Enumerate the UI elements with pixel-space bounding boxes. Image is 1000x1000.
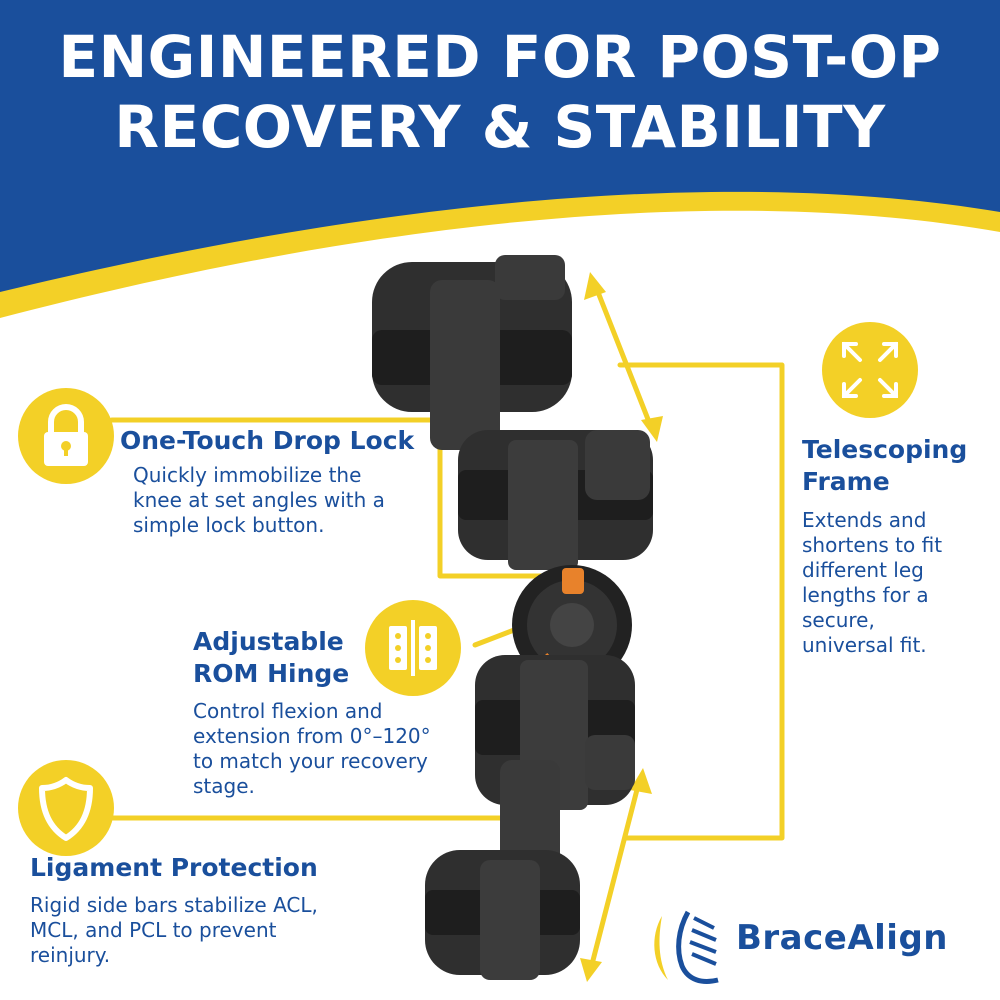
rom-hinge-desc-line: stage. (193, 774, 255, 798)
hinge-icon (365, 600, 461, 696)
ligament-title: Ligament Protection (30, 853, 318, 882)
ligament-description: Rigid side bars stabilize ACL, MCL, and … (30, 893, 318, 968)
drop-lock-desc-line: simple lock button. (133, 513, 325, 537)
rom-hinge-desc-line: extension from 0°–120° (193, 724, 431, 748)
lower-extend-arrow (587, 775, 643, 975)
telescoping-desc-line: secure, (802, 608, 875, 632)
logo-mark-icon (654, 910, 719, 984)
telescoping-description: Extends and shortens to fit different le… (802, 508, 942, 658)
rom-hinge-title: Adjustable ROM Hinge (193, 626, 349, 690)
brand-name: BraceAlign (736, 918, 949, 958)
telescoping-desc-line: shortens to fit (802, 533, 943, 557)
telescoping-desc-line: lengths for a (802, 583, 929, 607)
drop-lock-desc-line: Quickly immobilize the (133, 463, 362, 487)
telescoping-connector (617, 362, 785, 841)
drop-lock-connector (109, 417, 569, 579)
title-line-2: RECOVERY & STABILITY (114, 93, 886, 161)
telescoping-desc-line: Extends and (802, 508, 927, 532)
ligament-desc-line: reinjury. (30, 943, 111, 967)
telescoping-title-line: Frame (802, 467, 890, 496)
rom-hinge-description: Control flexion and extension from 0°–12… (193, 699, 431, 799)
title-line-1: ENGINEERED FOR POST-OP (58, 23, 942, 91)
drop-lock-description: Quickly immobilize the knee at set angle… (133, 463, 385, 538)
ligament-desc-line: MCL, and PCL to prevent (30, 918, 277, 942)
telescoping-desc-line: universal fit. (802, 633, 927, 657)
page-title: ENGINEERED FOR POST-OP RECOVERY & STABIL… (0, 22, 1000, 162)
knee-brace-image (372, 255, 653, 980)
upper-extend-arrow (591, 279, 656, 435)
bracealign-logo: BraceAlign (648, 906, 993, 986)
blue-banner (0, 0, 1000, 292)
telescoping-desc-line: different leg (802, 558, 924, 582)
drop-lock-title: One-Touch Drop Lock (120, 426, 415, 455)
ligament-desc-line: Rigid side bars stabilize ACL, (30, 893, 318, 917)
telescoping-title-line: Telescoping (802, 435, 968, 464)
shield-icon (18, 760, 114, 856)
padlock-icon (18, 388, 114, 484)
rom-hinge-desc-line: to match your recovery (193, 749, 428, 773)
expand-arrows-icon (822, 322, 918, 418)
drop-lock-desc-line: knee at set angles with a (133, 488, 385, 512)
arrow-heads (580, 272, 663, 982)
rom-hinge-title-line: ROM Hinge (193, 659, 350, 688)
telescoping-title: Telescoping Frame (802, 434, 967, 498)
rom-hinge-desc-line: Control flexion and (193, 699, 383, 723)
rom-hinge-title-line: Adjustable (193, 627, 344, 656)
